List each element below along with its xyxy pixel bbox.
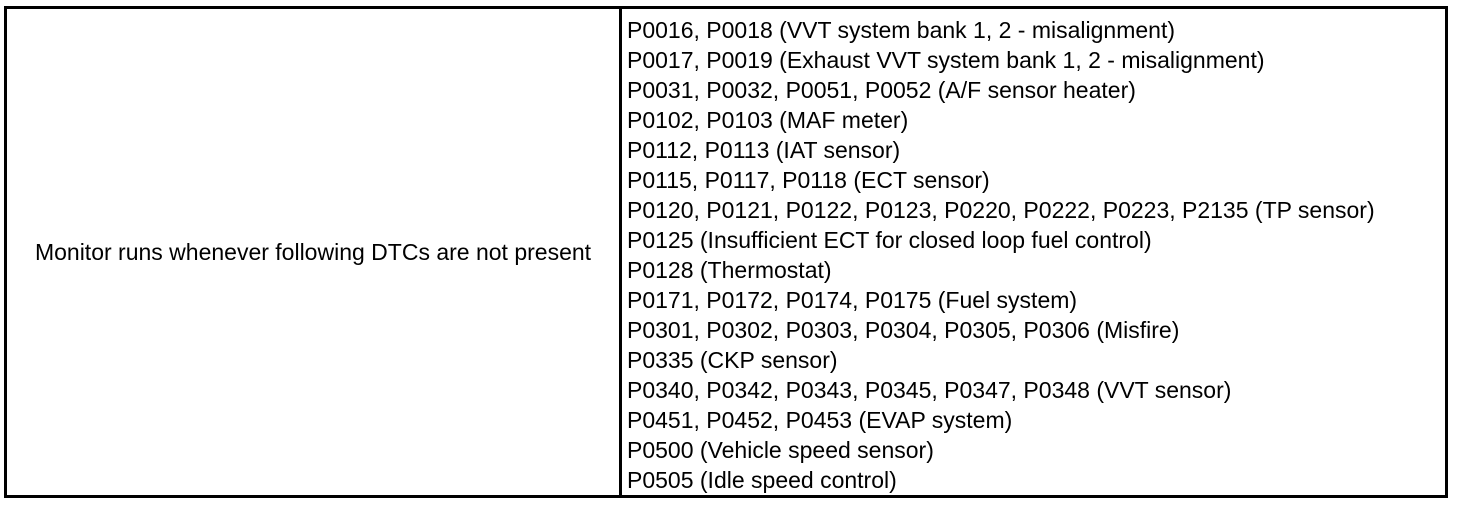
dtc-line: P0128 (Thermostat) [627,257,832,283]
dtc-codes-cell: P0016, P0018 (VVT system bank 1, 2 - mis… [619,6,1448,498]
dtc-line: P0017, P0019 (Exhaust VVT system bank 1,… [627,47,1265,73]
dtc-line: P0016, P0018 (VVT system bank 1, 2 - mis… [627,17,1176,43]
dtc-line: P0505 (Idle speed control) [627,467,897,493]
dtc-line: P0500 (Vehicle speed sensor) [627,437,934,463]
dtc-line: P0171, P0172, P0174, P0175 (Fuel system) [627,287,1078,313]
dtc-line: P0031, P0032, P0051, P0052 (A/F sensor h… [627,77,1136,103]
dtc-line: P0120, P0121, P0122, P0123, P0220, P0222… [627,197,1375,223]
dtc-line: P0115, P0117, P0118 (ECT sensor) [627,167,990,193]
dtc-line: P0335 (CKP sensor) [627,347,838,373]
dtc-line: P0451, P0452, P0453 (EVAP system) [627,407,1013,433]
condition-label-cell: Monitor runs whenever following DTCs are… [4,6,622,498]
dtc-line: P0125 (Insufficient ECT for closed loop … [627,227,1152,253]
dtc-line: P0112, P0113 (IAT sensor) [627,137,901,163]
dtc-line: P0301, P0302, P0303, P0304, P0305, P0306… [627,317,1180,343]
table-row: Monitor runs whenever following DTCs are… [4,6,1448,498]
dtc-line: P0102, P0103 (MAF meter) [627,107,909,133]
dtc-codes-list: P0016, P0018 (VVT system bank 1, 2 - mis… [627,15,1445,495]
dtc-line: P0340, P0342, P0343, P0345, P0347, P0348… [627,377,1232,403]
dtc-condition-table: Monitor runs whenever following DTCs are… [4,6,1448,498]
